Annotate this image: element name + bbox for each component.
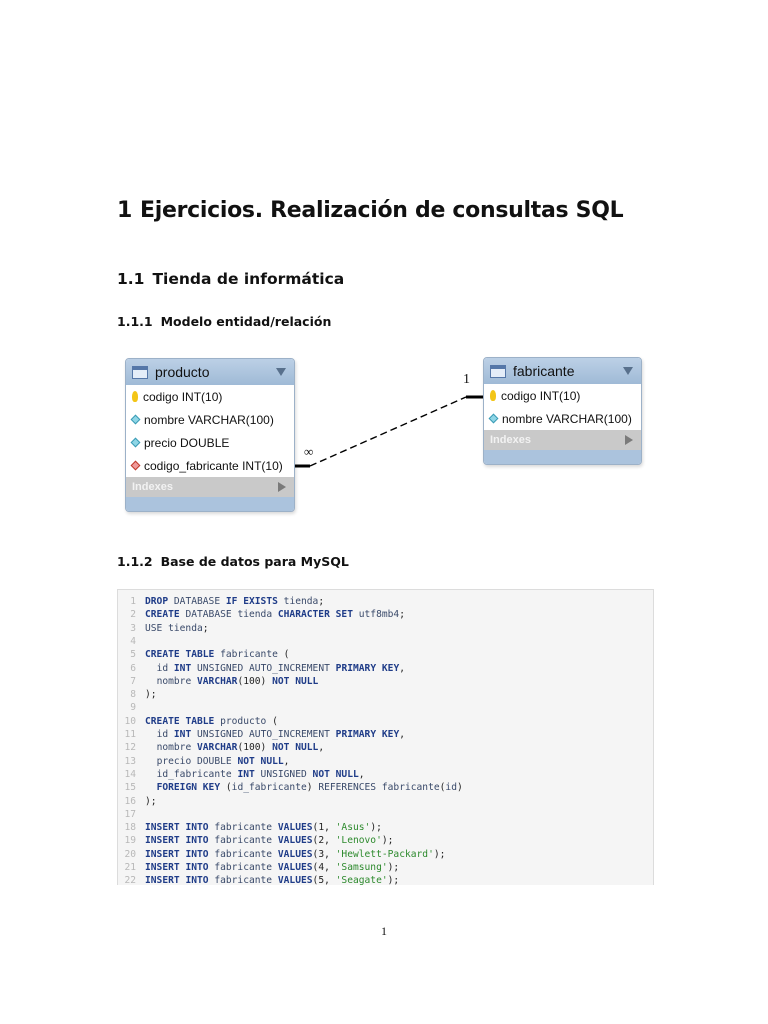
line-number: 22 — [124, 875, 136, 885]
section-title: Tienda de informática — [152, 270, 345, 288]
line-number: 18 — [124, 822, 136, 834]
indexes-bar[interactable]: Indexes — [126, 477, 294, 497]
key-icon — [490, 390, 496, 401]
entity-fabricante[interactable]: fabricante codigo INT(10) nombre VARCHAR… — [483, 357, 642, 465]
line-number: 2 — [130, 609, 136, 621]
code-line: 7 nombre VARCHAR(100) NOT NULL — [118, 675, 318, 688]
indexes-label: Indexes — [132, 481, 173, 493]
code-line: 6 id INT UNSIGNED AUTO_INCREMENT PRIMARY… — [118, 662, 405, 675]
section-number: 1.1 — [117, 270, 145, 288]
code-line: 13 precio DOUBLE NOT NULL, — [118, 755, 289, 768]
line-number: 15 — [124, 782, 136, 794]
column-label: nombre VARCHAR(100) — [144, 412, 274, 427]
column-codigo: codigo INT(10) — [484, 384, 641, 407]
line-number: 20 — [124, 848, 136, 860]
collapse-arrow-icon[interactable] — [276, 368, 286, 376]
entity-title: fabricante — [513, 363, 575, 379]
chapter-number: 1 — [117, 198, 133, 223]
code-line: 15 FOREIGN KEY (id_fabricante) REFERENCE… — [118, 781, 462, 794]
line-number: 10 — [124, 715, 136, 727]
entity-producto[interactable]: producto codigo INT(10) nombre VARCHAR(1… — [125, 358, 295, 512]
section-heading: 1.1 Tienda de informática — [117, 270, 344, 288]
column-label: codigo INT(10) — [501, 388, 581, 403]
diamond-icon — [488, 413, 499, 424]
column-nombre: nombre VARCHAR(100) — [484, 407, 641, 430]
table-icon — [490, 364, 506, 378]
expand-arrow-icon[interactable] — [625, 435, 633, 445]
code-line: 8); — [118, 688, 156, 701]
expand-arrow-icon[interactable] — [278, 482, 286, 492]
column-precio: precio DOUBLE — [126, 431, 294, 454]
collapse-arrow-icon[interactable] — [623, 367, 633, 375]
subsection-number: 1.1.1 — [117, 314, 153, 329]
page-number: 1 — [381, 924, 387, 938]
relation-one-label: 1 — [463, 372, 470, 387]
entity-header[interactable]: producto — [126, 359, 294, 385]
code-line: 4 — [118, 635, 145, 648]
line-number: 19 — [124, 835, 136, 847]
column-codigo: codigo INT(10) — [126, 385, 294, 408]
line-number: 4 — [130, 635, 136, 647]
line-number: 21 — [124, 862, 136, 873]
column-label: codigo_fabricante INT(10) — [144, 458, 283, 473]
entity-footer — [484, 450, 641, 464]
diamond-icon — [130, 437, 141, 448]
relation-many-label: ∞ — [304, 444, 314, 459]
entity-footer — [126, 497, 294, 511]
chapter-title: Ejercicios. Realización de consultas SQL — [140, 198, 624, 223]
code-line: 12 nombre VARCHAR(100) NOT NULL, — [118, 741, 324, 754]
line-number: 11 — [124, 729, 136, 740]
line-number: 8 — [130, 689, 136, 701]
line-number: 6 — [130, 662, 136, 674]
subsection-title: Modelo entidad/relación — [160, 314, 332, 329]
entity-header[interactable]: fabricante — [484, 358, 641, 384]
code-line: 14 id_fabricante INT UNSIGNED NOT NULL, — [118, 768, 364, 781]
line-number: 12 — [124, 742, 136, 754]
code-line: 17 — [118, 808, 145, 821]
line-number: 14 — [124, 768, 136, 780]
column-codigo-fabricante: codigo_fabricante INT(10) — [126, 454, 294, 477]
line-number: 17 — [124, 808, 136, 820]
code-line: 11 id INT UNSIGNED AUTO_INCREMENT PRIMAR… — [118, 728, 405, 741]
line-number: 3 — [130, 622, 136, 634]
foreign-key-diamond-icon — [130, 460, 141, 471]
code-line: 9 — [118, 701, 145, 714]
subsection-heading-mysql: 1.1.2 Base de datos para MySQL — [117, 554, 349, 569]
relationship-line — [295, 395, 484, 468]
chapter-heading: 1 Ejercicios. Realización de consultas SQ… — [117, 198, 624, 223]
relationship-dashed-line — [309, 396, 467, 467]
subsection-number: 1.1.2 — [117, 554, 153, 569]
line-number: 16 — [124, 795, 136, 807]
diamond-icon — [130, 414, 141, 425]
line-number: 9 — [130, 702, 136, 714]
line-number: 1 — [130, 596, 136, 607]
line-number: 7 — [130, 675, 136, 687]
indexes-label: Indexes — [490, 434, 531, 446]
column-label: precio DOUBLE — [144, 435, 230, 450]
entity-title: producto — [155, 364, 210, 380]
key-icon — [132, 391, 138, 402]
line-number: 5 — [130, 649, 136, 661]
column-label: nombre VARCHAR(100) — [502, 411, 632, 426]
line-number: 13 — [124, 755, 136, 767]
subsection-heading-er-model: 1.1.1 Modelo entidad/relación — [117, 314, 331, 329]
column-nombre: nombre VARCHAR(100) — [126, 408, 294, 431]
code-line: 16); — [118, 795, 156, 808]
indexes-bar[interactable]: Indexes — [484, 430, 641, 450]
subsection-title: Base de datos para MySQL — [160, 554, 349, 569]
table-icon — [132, 365, 148, 379]
column-label: codigo INT(10) — [143, 389, 223, 404]
